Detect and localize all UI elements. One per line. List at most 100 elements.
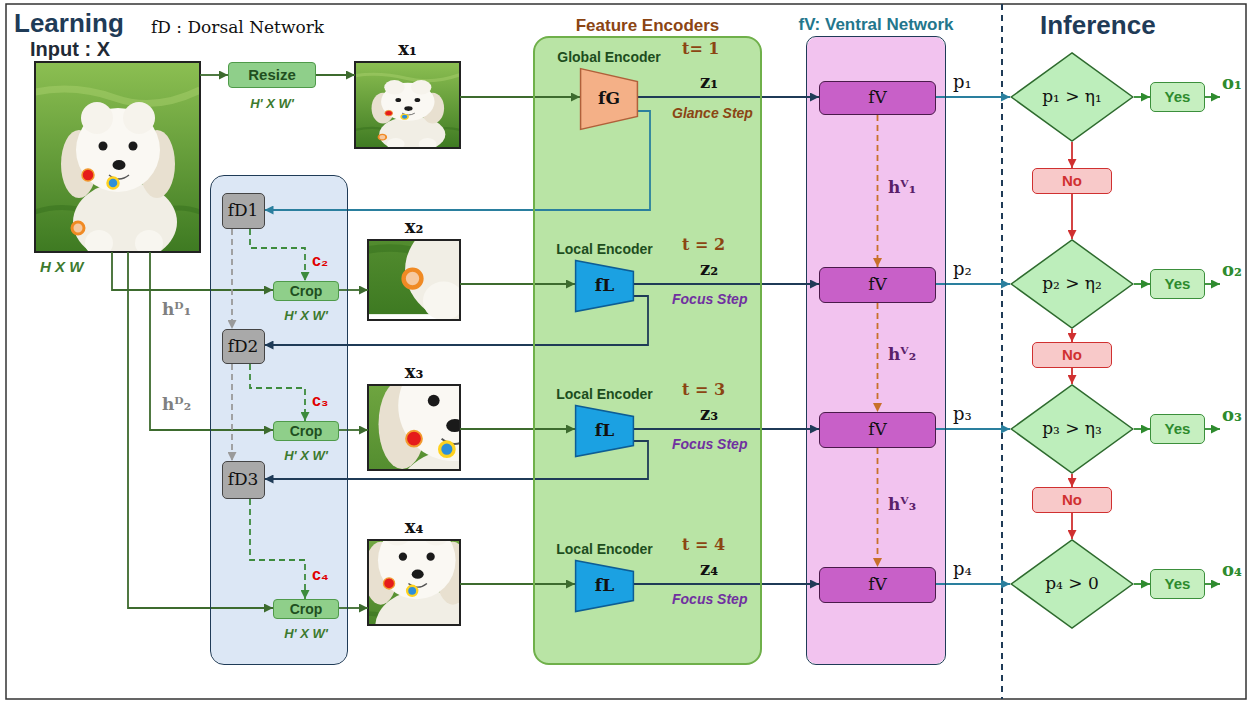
output-arrow — [1205, 428, 1220, 430]
ventral-step-box-text: fV — [868, 275, 887, 295]
shape-fill — [576, 406, 634, 457]
edge-label: z₃ — [700, 404, 718, 425]
ventral-step-box-text: fV — [868, 88, 887, 108]
connector-arrow — [877, 448, 879, 567]
local-encoder-text: fL — [595, 576, 614, 596]
connector-arrow — [1071, 194, 1073, 239]
edge-label: z₂ — [700, 259, 718, 280]
no-box-text: No — [1062, 172, 1082, 189]
ventral-step-box-text: fV — [868, 575, 887, 595]
connector-arrow — [339, 429, 368, 431]
edge-label: hⱽ₃ — [888, 495, 916, 515]
yes-box-text: Yes — [1165, 275, 1191, 292]
input-image: Input : XH X W — [35, 62, 200, 252]
edge-label: c₄ — [312, 566, 329, 584]
shape-fill — [1011, 53, 1133, 141]
ventral-step-box: fV — [819, 412, 936, 448]
yes-box: Yes — [1150, 414, 1205, 444]
free-label: o₄ — [1222, 560, 1242, 581]
local-encoder: Local EncoderfL — [575, 560, 634, 612]
global-encoder-text: fG — [598, 89, 620, 109]
connector-arrow — [460, 96, 580, 98]
glimpse-image: x₁ — [355, 62, 460, 148]
connector-arrow — [231, 364, 233, 461]
yes-box-text: Yes — [1165, 420, 1191, 437]
crop-box-text: Crop — [290, 601, 323, 617]
free-label: o₃ — [1222, 405, 1242, 426]
connector-arrow — [1134, 96, 1150, 98]
shape-fill — [1011, 540, 1133, 628]
crop-box-text: Crop — [290, 283, 323, 299]
edge-label: hᴰ₂ — [162, 395, 191, 415]
connector-arrow — [638, 96, 819, 98]
edge-label: hᴰ₁ — [162, 300, 191, 320]
connector-arrow — [200, 74, 228, 76]
ventral-step-box: fV — [819, 567, 936, 603]
free-label: Inference — [1040, 10, 1156, 40]
free-label: o₁ — [1222, 73, 1242, 94]
crop-box: CropH' X W' — [273, 599, 339, 619]
glimpse-image: x₂ — [368, 240, 460, 320]
connector-arrow — [1134, 583, 1150, 585]
resize-box-text: Resize — [248, 66, 296, 83]
free-label: Focus Step — [672, 436, 747, 452]
shape-fill — [1011, 385, 1133, 473]
connector-arrow — [460, 583, 575, 585]
illustration-part — [35, 62, 200, 262]
glimpse-photo — [355, 62, 460, 153]
photo-border — [355, 62, 460, 148]
no-box: No — [1032, 487, 1112, 513]
connector-arrow — [634, 283, 819, 285]
crop-photo — [344, 290, 561, 553]
connector-arrow — [1071, 474, 1073, 487]
resize-box: ResizeH' X W' — [228, 62, 316, 88]
connector-arrow — [1071, 142, 1073, 168]
decision-diamond: p₃ > η₃ — [1010, 384, 1134, 474]
connector-arrow — [231, 229, 233, 329]
resize-box-text: H' X W' — [250, 97, 294, 112]
encoder-band: Feature EncodersGlobal EncoderfGLocal En… — [533, 36, 762, 665]
local-encoder-text: fL — [595, 276, 614, 296]
connector-arrow — [316, 74, 355, 76]
glimpse-image-text: x₂ — [405, 217, 424, 238]
decision-diamond: p₁ > η₁ — [1010, 52, 1134, 142]
edge-label: hⱽ₂ — [888, 345, 916, 365]
ventral-band-text: fV: Ventral Network — [799, 15, 954, 35]
edge-label: p₄ — [953, 559, 972, 580]
decision-diamond-text: p₃ > η₃ — [1042, 419, 1102, 439]
connector-arrow — [936, 283, 1010, 285]
connector-arrow — [250, 229, 305, 281]
connector-arrow — [339, 289, 368, 291]
yes-box: Yes — [1150, 82, 1205, 112]
decision-diamond: p₂ > η₂ — [1010, 239, 1134, 329]
crop-box-text: H' X W' — [284, 627, 328, 642]
dorsal-band-text: fD : Dorsal Network — [151, 18, 324, 38]
photo-border — [368, 540, 460, 625]
connector-arrow — [460, 283, 575, 285]
yes-box-text: Yes — [1165, 575, 1191, 592]
decision-diamond: p₄ > 0 — [1010, 539, 1134, 629]
ventral-band: fV: Ventral NetworkfVfVfVfV — [806, 36, 946, 665]
no-box: No — [1032, 342, 1112, 368]
shape-fill — [581, 69, 638, 130]
free-label: t = 4 — [682, 536, 725, 554]
photo-border — [368, 240, 460, 320]
connector-arrow — [339, 607, 368, 609]
edge-label: hⱽ₁ — [888, 178, 916, 198]
local-encoder-text: Local Encoder — [556, 241, 652, 257]
connector-arrow — [936, 96, 1010, 98]
decision-diamond-text: p₁ > η₁ — [1042, 87, 1102, 107]
photo-border — [368, 385, 460, 470]
crop-box-text: H' X W' — [284, 309, 328, 324]
dorsal-step-box: fD1 — [222, 193, 265, 229]
dorsal-step-box: fD2 — [222, 329, 265, 364]
local-encoder-text: Local Encoder — [556, 386, 652, 402]
edge-label: z₁ — [700, 72, 718, 93]
glimpse-image-text: x₁ — [398, 39, 417, 60]
crop-photo — [340, 479, 492, 664]
local-encoder-text: fL — [595, 421, 614, 441]
dorsal-step-box-text: fD3 — [228, 470, 259, 490]
free-label: t= 1 — [682, 40, 720, 58]
connector-arrow — [460, 428, 575, 430]
illustration-part — [355, 62, 460, 153]
